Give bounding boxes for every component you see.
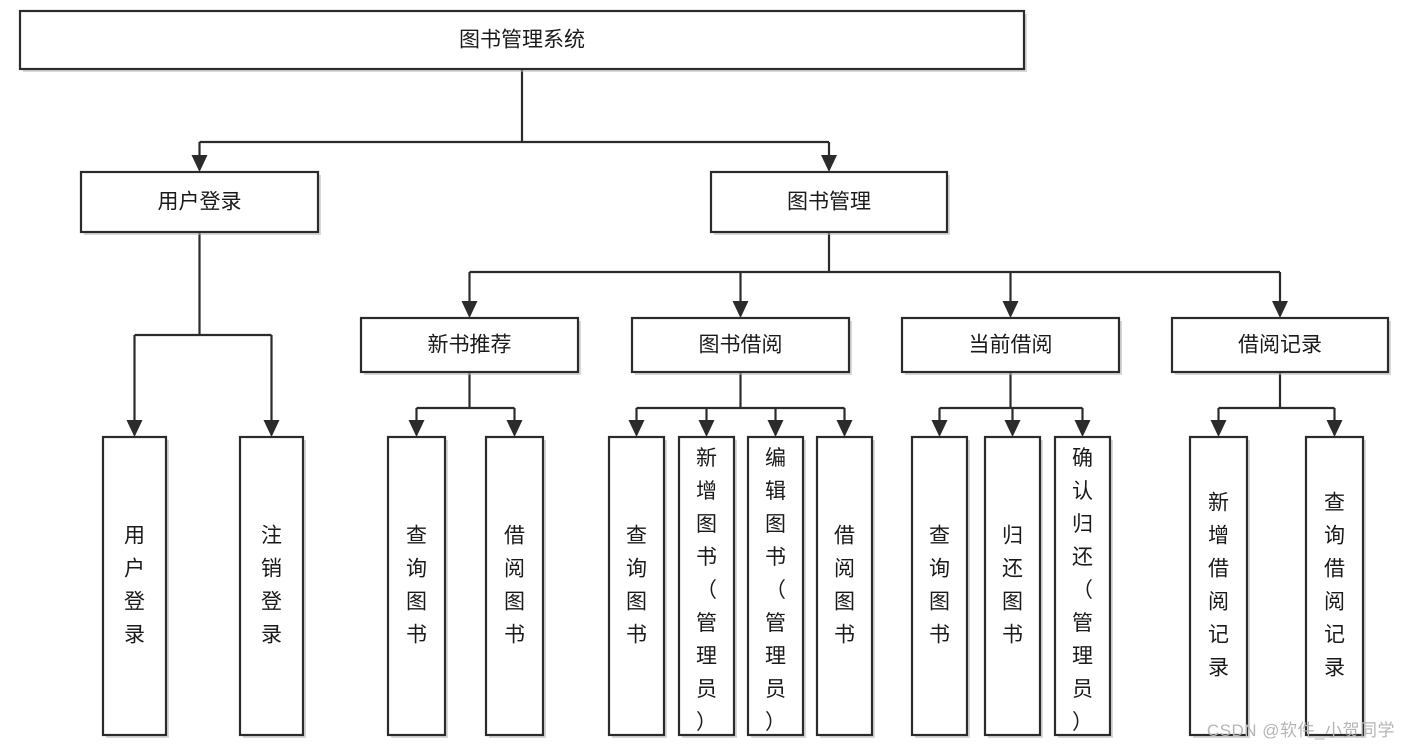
node-leaf-query-book-borrow-label: 查询图书 [626,524,647,646]
node-leaf-return-book-box[interactable] [983,435,1042,737]
node-leaf-query-book-borrow-box[interactable] [607,435,666,737]
node-new-book-recommend-box[interactable] [359,316,580,374]
edge-book-borrow-to-leaf-borrow-book-arrowhead [836,420,853,437]
node-leaf-return-book[interactable]: 归还图书 [983,435,1043,738]
edge-book-borrow-to-leaf-edit-book-arrowhead [767,420,784,437]
node-root[interactable]: 图书管理系统 [18,9,1027,72]
node-leaf-add-borrow-record-label: 新增借阅记录 [1208,491,1229,679]
edge-bm-to-new-book-recommend-arrowhead [461,301,478,318]
node-leaf-confirm-return[interactable]: 确认归还（管理员） [1053,435,1113,738]
node-leaf-edit-book-label: 编辑图书（管理员） [765,447,786,734]
edge-root-to-book-management-arrowhead [821,155,837,172]
node-leaf-query-borrow-record[interactable]: 查询借阅记录 [1304,435,1366,738]
edge-root-to-user-login-arrowhead [191,155,208,172]
edge-bm-to-borrow-record-arrowhead [1272,301,1288,318]
edge-new-book-recommend-to-leaf-query-book-recommend-arrowhead [408,420,425,437]
node-root-label: 图书管理系统 [459,29,585,52]
node-borrow-record[interactable]: 借阅记录 [1170,316,1391,375]
node-leaf-borrow-book-recommend[interactable]: 借阅图书 [484,435,546,738]
edge-current-borrow-to-leaf-confirm-return-arrowhead [1074,420,1091,437]
node-book-borrow-box[interactable] [630,316,851,374]
node-book-borrow-label: 图书借阅 [699,334,783,357]
node-current-borrow-box[interactable] [900,316,1121,374]
node-leaf-query-book-recommend-label: 查询图书 [406,524,427,646]
node-leaf-query-book-current-label: 查询图书 [929,524,950,646]
edge-new-book-recommend-to-leaf-borrow-book-recommend-arrowhead [506,420,523,437]
node-leaf-add-borrow-record-box[interactable] [1188,435,1249,737]
node-leaf-user-login[interactable]: 用户登录 [101,435,169,738]
node-book-borrow[interactable]: 图书借阅 [630,316,852,375]
edge-book-borrow-to-leaf-add-book-arrowhead [698,420,715,437]
node-leaf-borrow-book-recommend-box[interactable] [484,435,545,737]
node-leaf-add-book[interactable]: 新增图书（管理员） [677,435,737,738]
node-book-management[interactable]: 图书管理 [709,170,950,235]
edge-bm-to-current-borrow-arrowhead [1002,301,1019,318]
node-leaf-confirm-return-box[interactable] [1053,435,1112,737]
edge-user-login-to-leaf-logout-arrowhead [263,420,280,437]
node-leaf-add-borrow-record[interactable]: 新增借阅记录 [1188,435,1250,738]
node-leaf-user-login-box[interactable] [101,435,168,737]
node-leaf-borrow-book-recommend-label: 借阅图书 [504,524,525,646]
edge-book-borrow-to-leaf-query-book-borrow-arrowhead [628,420,645,437]
node-leaf-query-book-borrow[interactable]: 查询图书 [607,435,667,738]
edge-bm-to-book-borrow-arrowhead [732,301,749,318]
node-leaf-confirm-return-label: 确认归还（管理员） [1072,447,1093,734]
edge-user-login-to-leaf-user-login-arrowhead [126,420,143,437]
node-leaf-edit-book-box[interactable] [746,435,805,737]
node-leaf-add-book-box[interactable] [677,435,736,737]
node-borrow-record-box[interactable] [1170,316,1390,374]
node-leaf-logout[interactable]: 注销登录 [238,435,306,738]
node-new-book-recommend-label: 新书推荐 [428,334,512,357]
node-leaf-return-book-label: 归还图书 [1002,524,1023,646]
csdn-watermark: CSDN @软件_小贺同学 [1206,721,1395,740]
node-leaf-query-borrow-record-box[interactable] [1304,435,1365,737]
node-leaf-query-book-current[interactable]: 查询图书 [910,435,970,738]
node-leaf-logout-box[interactable] [238,435,305,737]
node-leaf-logout-label: 注销登录 [261,524,282,646]
node-leaf-query-book-current-box[interactable] [910,435,969,737]
node-current-borrow[interactable]: 当前借阅 [900,316,1122,375]
node-book-management-label: 图书管理 [787,191,871,214]
edge-current-borrow-to-leaf-return-book-arrowhead [1004,420,1021,437]
connector-layer [126,69,1343,437]
node-layer: 图书管理系统用户登录图书管理新书推荐图书借阅当前借阅借阅记录用户登录注销登录查询… [18,9,1391,738]
node-leaf-add-book-label: 新增图书（管理员） [696,447,717,734]
edge-borrow-record-to-leaf-query-borrow-record-arrowhead [1326,420,1343,437]
node-leaf-borrow-book-box[interactable] [815,435,874,737]
node-leaf-user-login-label: 用户登录 [124,524,145,646]
node-user-login[interactable]: 用户登录 [79,170,321,235]
edge-borrow-record-to-leaf-add-borrow-record-arrowhead [1210,420,1227,437]
node-user-login-label: 用户登录 [158,191,242,214]
node-leaf-borrow-book-label: 借阅图书 [834,524,855,646]
node-user-login-box[interactable] [79,170,320,234]
node-root-box[interactable] [18,9,1026,71]
node-leaf-query-book-recommend[interactable]: 查询图书 [386,435,448,738]
edge-current-borrow-to-leaf-query-book-current-arrowhead [931,420,948,437]
node-leaf-query-book-recommend-box[interactable] [386,435,447,737]
node-book-management-box[interactable] [709,170,949,234]
node-leaf-edit-book[interactable]: 编辑图书（管理员） [746,435,806,738]
node-current-borrow-label: 当前借阅 [969,334,1053,357]
node-leaf-borrow-book[interactable]: 借阅图书 [815,435,875,738]
node-new-book-recommend[interactable]: 新书推荐 [359,316,581,375]
node-borrow-record-label: 借阅记录 [1238,334,1322,357]
node-leaf-query-borrow-record-label: 查询借阅记录 [1324,491,1345,679]
